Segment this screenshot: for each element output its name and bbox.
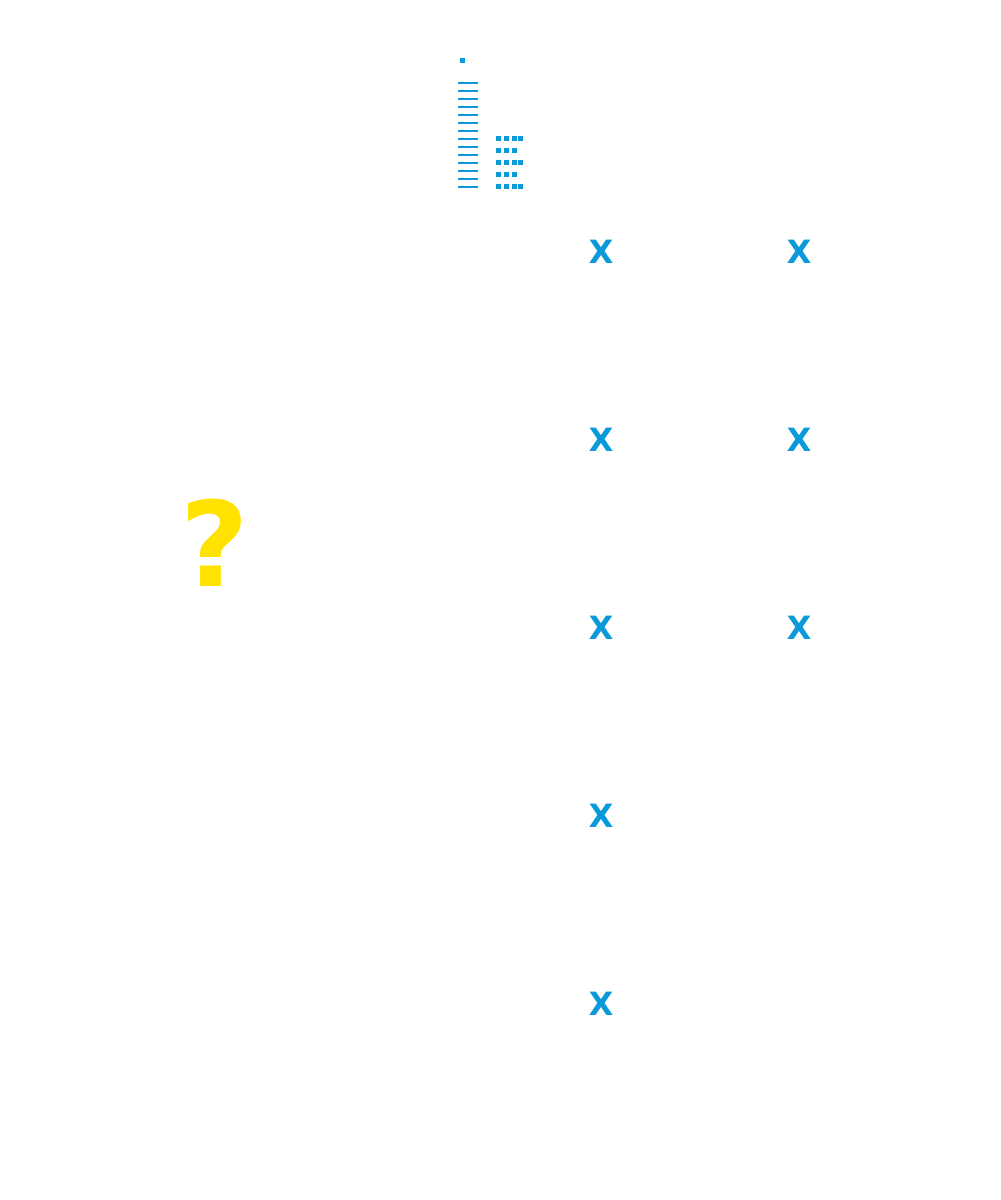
x-mark-r1-b: X <box>786 233 812 271</box>
lines-icon-bars <box>458 82 478 188</box>
x-mark-r1-a: X <box>588 233 614 271</box>
dot-grid-cells <box>496 136 523 189</box>
lines-icon-dot <box>460 58 465 63</box>
x-mark-r3-b: X <box>786 609 812 647</box>
x-mark-r4-a: X <box>588 797 614 835</box>
x-mark-r5-a: X <box>588 985 614 1023</box>
x-mark-r2-b: X <box>786 421 812 459</box>
dot-grid-icon <box>496 136 523 189</box>
stacked-lines-icon <box>458 58 478 188</box>
x-mark-r2-a: X <box>588 421 614 459</box>
x-mark-r3-a: X <box>588 609 614 647</box>
question-mark: ? <box>180 476 249 614</box>
